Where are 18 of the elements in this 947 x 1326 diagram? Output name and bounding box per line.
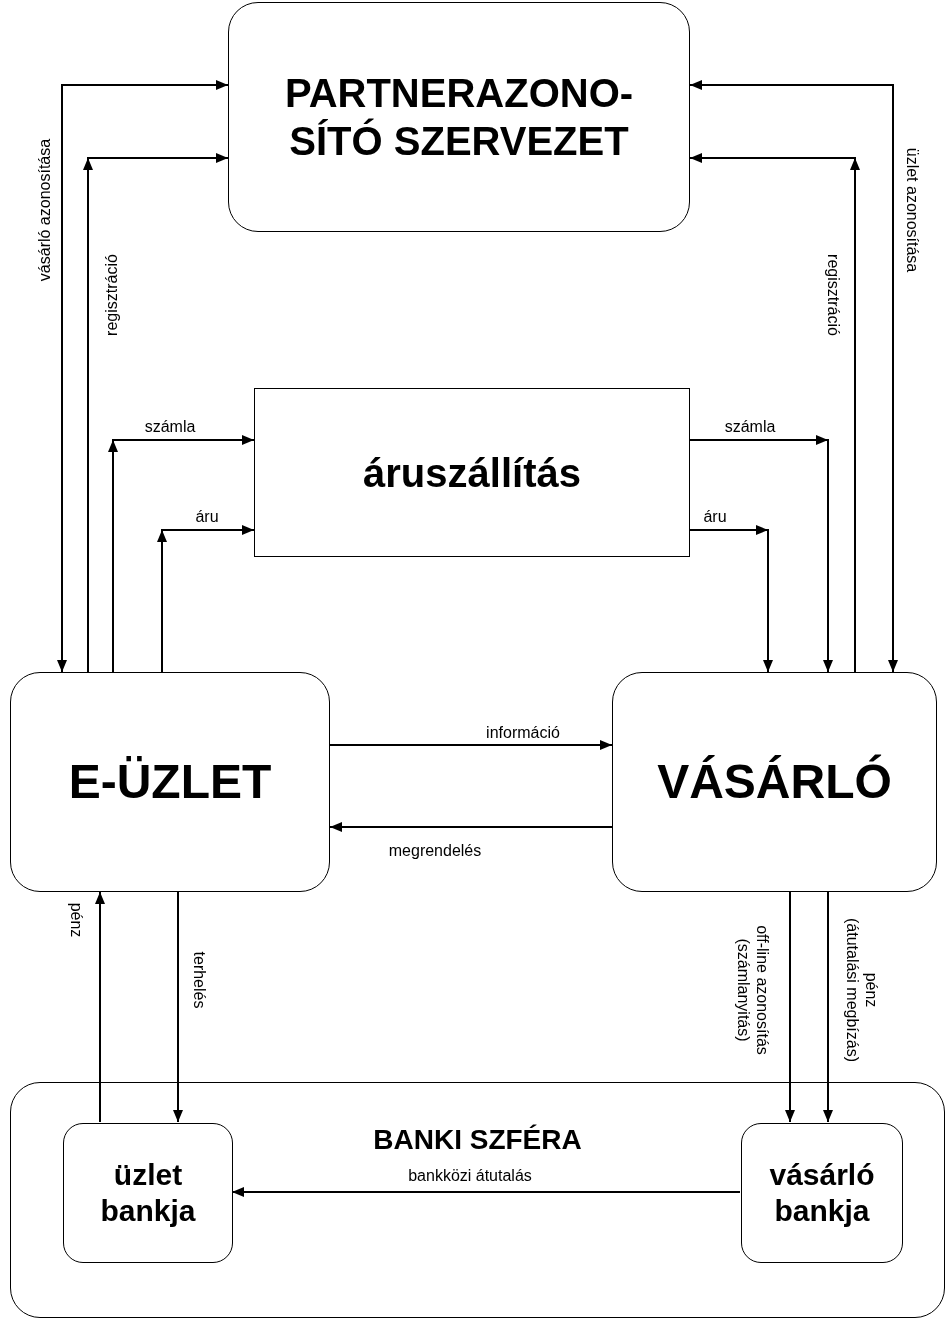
edge-label: regisztráció: [823, 252, 843, 338]
node-label: üzlet bankja: [99, 1157, 197, 1229]
node-label: áruszállítás: [363, 449, 581, 497]
node-label: PARTNERAZONO- SÍTÓ SZERVEZET: [283, 70, 635, 165]
rounded-box: [10, 672, 330, 892]
rounded-box: [63, 1123, 233, 1263]
rounded-box: [612, 672, 937, 892]
edge-label: pénz: [66, 900, 86, 940]
edge-label: regisztráció: [102, 252, 122, 338]
rounded-box: [10, 1082, 945, 1318]
rounded-box: [741, 1123, 903, 1263]
node-label: VÁSÁRLÓ: [657, 753, 892, 811]
edge-label: megrendelés: [386, 841, 484, 861]
node-label: E-ÜZLET: [68, 754, 272, 811]
process-box: [254, 388, 690, 557]
group-title: BANKI SZFÉRA: [372, 1123, 583, 1157]
rounded-box: [228, 2, 690, 232]
node-label: vásárló bankja: [768, 1157, 876, 1229]
